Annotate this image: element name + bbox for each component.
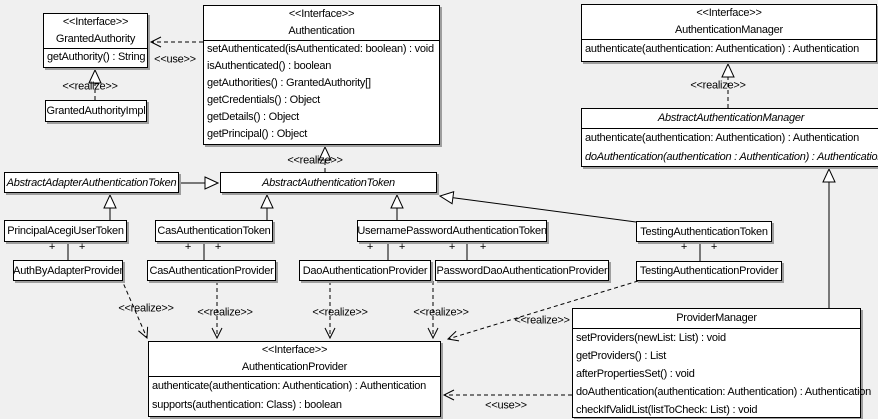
class-name: TestingAuthenticationToken	[640, 225, 768, 238]
class-name: PasswordDaoAuthenticationProvider	[436, 264, 608, 277]
method: authenticate(authentication: Authenticat…	[152, 380, 427, 392]
class-username-password-authentication-token: UsernamePasswordAuthenticationToken	[357, 220, 547, 242]
method: getPrincipal() : Object	[207, 128, 308, 140]
method: doAuthentication(authentication: Authent…	[576, 386, 872, 398]
edge-label-realize: <<realize>>	[690, 79, 746, 92]
class-abstract-authentication-manager: AbstractAuthenticationManager authentica…	[581, 108, 878, 167]
method: setAuthenticated(isAuthenticated: boolea…	[207, 43, 434, 55]
edge-label-realize: <<realize>>	[118, 302, 174, 315]
class-provider-manager: ProviderManager setProviders(newList: Li…	[572, 308, 872, 418]
class-name: CasAuthenticationToken	[157, 225, 271, 237]
class-testing-authentication-provider: TestingAuthenticationProvider	[636, 261, 782, 281]
class-name: PrincipalAcegiUserToken	[7, 225, 124, 237]
class-auth-by-adapter-provider: AuthByAdapterProvider	[13, 260, 123, 281]
class-dao-authentication-provider: DaoAuthenticationProvider	[299, 260, 431, 281]
edge-gen-testingtoken	[440, 196, 637, 223]
method: doAuthentication(authentication : Authen…	[585, 151, 878, 163]
assoc-end-plus: +	[680, 241, 688, 253]
assoc-end-plus: +	[479, 241, 487, 253]
edge-label-realize: <<realize>>	[197, 306, 253, 319]
class-principal-acegi-user-token: PrincipalAcegiUserToken	[4, 220, 127, 242]
method: getAuthorities() : GrantedAuthority[]	[207, 77, 371, 89]
method: afterPropertiesSet() : void	[576, 368, 695, 380]
class-granted-authority-impl: GrantedAuthorityImpl	[45, 100, 147, 122]
class-cas-authentication-provider: CasAuthenticationProvider	[147, 260, 276, 281]
class-abstract-adapter-authentication-token: AbstractAdapterAuthenticationToken	[4, 172, 179, 193]
class-name: TestingAuthenticationProvider	[639, 265, 779, 277]
method: getProviders() : List	[576, 350, 667, 362]
assoc-end-plus: +	[184, 241, 192, 253]
separator	[573, 328, 860, 329]
class-cas-authentication-token: CasAuthenticationToken	[155, 220, 273, 242]
class-testing-authentication-token: TestingAuthenticationToken	[636, 221, 772, 242]
assoc-end-plus: +	[214, 241, 222, 253]
separator	[582, 128, 878, 129]
class-granted-authority: <<Interface>> GrantedAuthority getAuthor…	[43, 13, 148, 68]
method: isAuthenticated() : boolean	[207, 60, 332, 72]
class-name: ProviderManager	[676, 312, 757, 324]
separator	[149, 376, 440, 377]
separator	[204, 40, 439, 41]
assoc-end-plus: +	[78, 241, 86, 253]
class-authentication-provider: <<Interface>> AuthenticationProvider aut…	[148, 341, 441, 417]
method: getCredentials() : Object	[207, 94, 320, 106]
assoc-end-plus: +	[710, 241, 718, 253]
assoc-end-plus: +	[448, 241, 456, 253]
edge-label-realize: <<realize>>	[413, 306, 469, 319]
edge-label-realize: <<realize>>	[514, 314, 570, 327]
class-name: AuthByAdapterProvider	[13, 264, 123, 277]
separator	[44, 48, 147, 49]
edge-label-realize: <<realize>>	[287, 154, 343, 167]
method: getDetails() : Object	[207, 111, 299, 123]
stereotype-label: <<Interface>>	[288, 8, 355, 20]
separator	[582, 39, 876, 40]
assoc-end-plus: +	[398, 241, 406, 253]
class-name: AbstractAuthenticationToken	[262, 176, 395, 189]
method: checkIfValidList(listToCheck: List) : vo…	[576, 404, 758, 416]
class-name: GrantedAuthority	[55, 33, 136, 45]
class-authentication-manager: <<Interface>> AuthenticationManager auth…	[581, 4, 877, 62]
edge-label-realize: <<realize>>	[312, 306, 368, 319]
edge-label-realize: <<realize>>	[62, 80, 118, 93]
class-authentication: <<Interface>> Authentication setAuthenti…	[203, 5, 440, 145]
class-name: GrantedAuthorityImpl	[46, 105, 146, 117]
stereotype-label: <<Interface>>	[62, 16, 129, 28]
stereotype-label: <<Interface>>	[261, 344, 328, 356]
assoc-end-plus: +	[366, 241, 374, 253]
class-password-dao-authentication-provider: PasswordDaoAuthenticationProvider	[435, 260, 609, 281]
class-name: AbstractAdapterAuthenticationToken	[6, 176, 177, 189]
edge-label-use: <<use>>	[154, 53, 196, 66]
edge-label-use: <<use>>	[485, 399, 527, 412]
class-abstract-authentication-token: AbstractAuthenticationToken	[220, 172, 437, 193]
class-name: DaoAuthenticationProvider	[302, 264, 428, 277]
class-name: UsernamePasswordAuthenticationToken	[357, 225, 547, 237]
method: authenticate(authentication: Authenticat…	[585, 43, 860, 55]
class-name: Authentication	[288, 25, 355, 37]
stereotype-label: <<Interface>>	[696, 7, 762, 19]
class-name: AuthenticationProvider	[241, 361, 348, 373]
class-name: AbstractAuthenticationManager	[657, 112, 805, 124]
method: supports(authentication: Class) : boolea…	[152, 399, 342, 411]
method: getAuthority() : String	[47, 51, 146, 63]
assoc-end-plus: +	[48, 241, 56, 253]
method: authenticate(authentication: Authenticat…	[585, 132, 860, 144]
class-name: CasAuthenticationProvider	[149, 264, 274, 277]
class-name: AuthenticationManager	[675, 24, 783, 36]
method: setProviders(newList: List) : void	[576, 332, 726, 344]
